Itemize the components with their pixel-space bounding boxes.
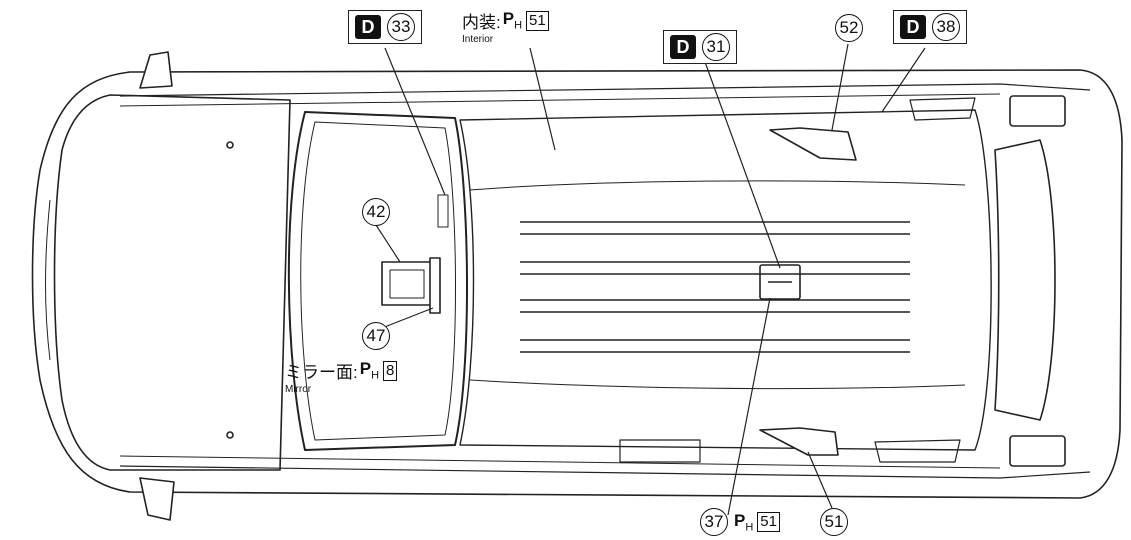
rear-light-bottom bbox=[1009, 435, 1066, 467]
paint-code-number: 51 bbox=[757, 512, 780, 532]
part-label-d31: D 31 bbox=[663, 30, 737, 64]
windshield bbox=[287, 111, 469, 451]
part-number: 38 bbox=[932, 13, 960, 41]
interior-paint-label: 内装: PH 51 Interior bbox=[462, 8, 549, 45]
mirror-top bbox=[139, 51, 173, 89]
mirror-sub-text: Mirror bbox=[285, 384, 312, 395]
hood-outline bbox=[53, 94, 291, 471]
part-label-42: 42 bbox=[362, 198, 390, 226]
leader-52 bbox=[831, 43, 849, 131]
part-number: 31 bbox=[702, 33, 730, 61]
part-number: 52 bbox=[835, 14, 863, 42]
part-number: 37 bbox=[700, 508, 728, 536]
mirror-bottom bbox=[139, 477, 175, 521]
part-number: 51 bbox=[820, 508, 848, 536]
part-label-47: 47 bbox=[362, 322, 390, 350]
leader-42 bbox=[375, 224, 401, 263]
mirror-paint-label: ミラー面: PH 8 Mirror bbox=[285, 358, 398, 395]
part-number: 42 bbox=[362, 198, 390, 226]
side-rail-bottom bbox=[119, 465, 1091, 479]
rear-light-top bbox=[1009, 95, 1066, 127]
d-sheet-badge: D bbox=[900, 15, 926, 39]
part-label-d33: D 33 bbox=[348, 10, 422, 44]
leader-31 bbox=[704, 61, 781, 269]
paint-code-number: 51 bbox=[526, 10, 549, 31]
part-number: 33 bbox=[387, 13, 415, 41]
leader-47 bbox=[381, 307, 434, 329]
part-number: 47 bbox=[362, 322, 390, 350]
paint-code-ph: PH bbox=[359, 359, 380, 382]
leader-33 bbox=[384, 47, 446, 196]
interior-label-text: 内装: bbox=[462, 13, 501, 32]
grab-handle-top bbox=[769, 127, 857, 161]
paint-code-ph: PH bbox=[502, 9, 523, 32]
car-body-outline bbox=[31, 69, 1123, 499]
part-label-52: 52 bbox=[835, 14, 863, 42]
part-label-51: 51 bbox=[820, 508, 848, 536]
leader-37 bbox=[727, 297, 771, 516]
windshield-inner bbox=[300, 121, 456, 441]
interior-sub-text: Interior bbox=[462, 34, 494, 45]
mirror-label-text: ミラー面: bbox=[285, 363, 358, 382]
leader-38 bbox=[881, 47, 926, 113]
leader-interior bbox=[529, 47, 556, 151]
side-rail-bottom-2 bbox=[119, 455, 1001, 469]
paint-code-number: 8 bbox=[383, 360, 398, 381]
part-label-d38: D 38 bbox=[893, 10, 967, 44]
rear-window bbox=[994, 139, 1056, 421]
d-sheet-badge: D bbox=[355, 15, 381, 39]
side-rail-top bbox=[119, 83, 1091, 97]
part-label-37: 37 PH 51 bbox=[700, 508, 780, 536]
roof-antenna bbox=[759, 264, 801, 300]
grab-handle-bottom bbox=[759, 427, 839, 456]
leader-51 bbox=[807, 451, 833, 509]
side-rail-top-2 bbox=[119, 93, 1001, 107]
roof-outline bbox=[459, 109, 992, 451]
paint-code-ph: PH bbox=[734, 510, 754, 534]
d-sheet-badge: D bbox=[670, 35, 696, 59]
